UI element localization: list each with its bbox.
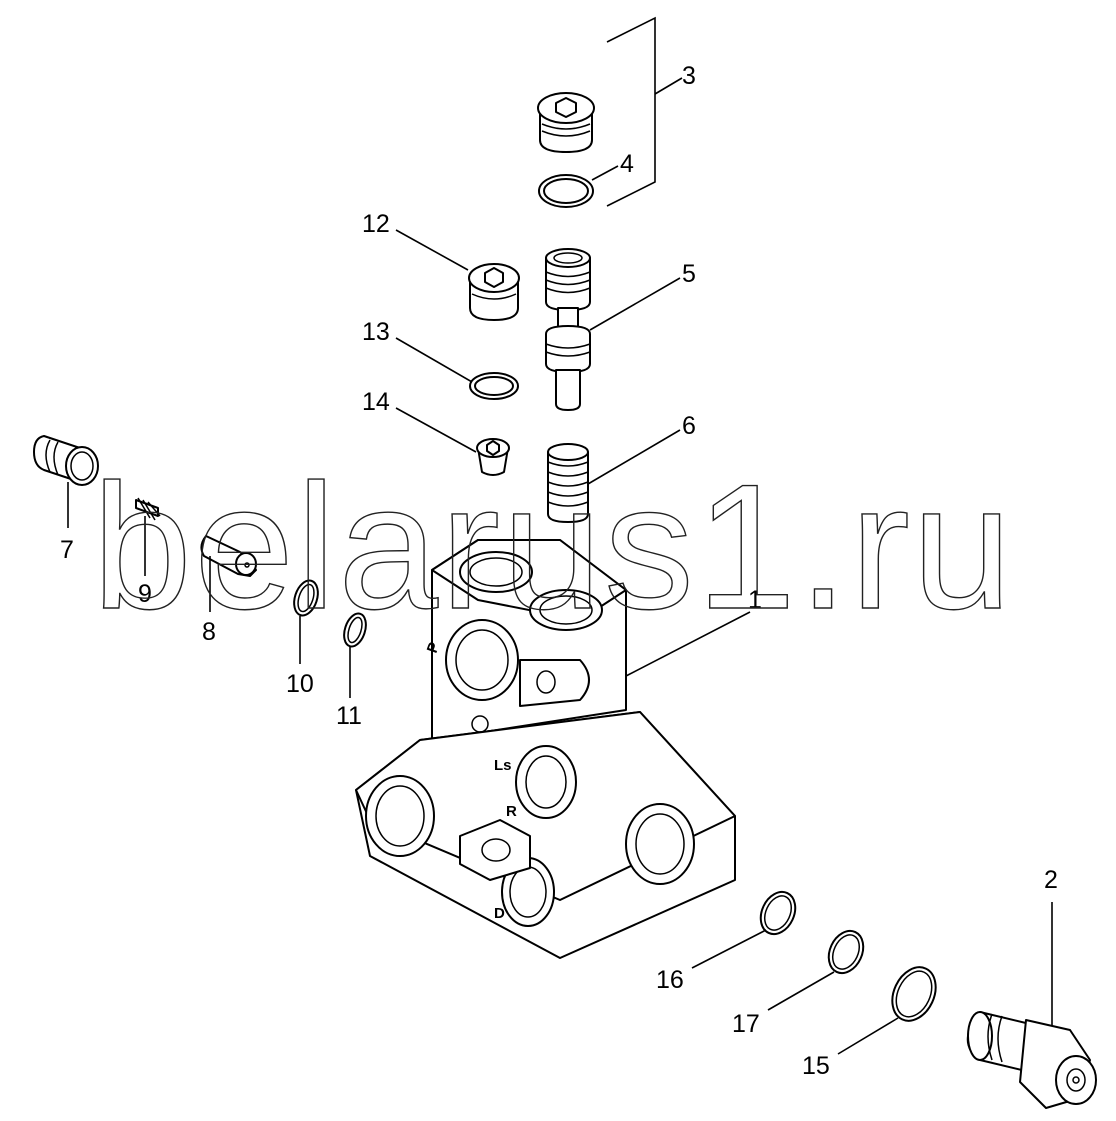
leader-1 [625, 611, 751, 677]
callout-9: 9 [138, 580, 152, 608]
leader-3 [654, 77, 683, 95]
callout-3: 3 [682, 62, 696, 90]
callout-4: 4 [620, 150, 634, 178]
part-10-o-ring [293, 579, 319, 617]
callout-7: 7 [60, 536, 74, 564]
part-9-spring [135, 497, 161, 521]
part-2-fitting [966, 1011, 1097, 1109]
port-mark-r: R [506, 803, 517, 820]
callout-2: 2 [1044, 866, 1058, 894]
watermark-text: belarus1.ru [92, 447, 1014, 646]
callout-15: 15 [802, 1052, 830, 1080]
callout-12: 12 [362, 210, 390, 238]
part-16-o-ring [759, 890, 797, 936]
part-8-poppet [200, 535, 257, 577]
callout-17: 17 [732, 1010, 760, 1038]
leader-4 [591, 165, 619, 181]
part-7-plug [33, 435, 99, 486]
part-4-o-ring [538, 174, 594, 208]
leader-13 [395, 337, 473, 383]
part-13-o-ring [469, 372, 519, 400]
callout-5: 5 [682, 260, 696, 288]
callout-1: 1 [748, 586, 762, 614]
port-mark-d: D [494, 905, 505, 922]
leader-16 [691, 929, 767, 969]
callout-14: 14 [362, 388, 390, 416]
callout-10: 10 [286, 670, 314, 698]
leader-17 [767, 971, 835, 1011]
callout-13: 13 [362, 318, 390, 346]
leader-6 [587, 429, 681, 485]
leader-5 [589, 277, 681, 331]
part-6-spring [547, 443, 589, 523]
part-12-plug [468, 263, 520, 321]
callout-6: 6 [682, 412, 696, 440]
part-15-o-ring [891, 966, 937, 1022]
leader-14 [395, 407, 477, 453]
leader-15 [837, 1017, 899, 1055]
callout-11: 11 [336, 702, 362, 730]
part-1-valve-housing: P Ls R D [355, 539, 736, 959]
part-3-plug [537, 92, 595, 153]
leader-12 [395, 229, 469, 271]
part-5-spool [545, 248, 591, 411]
group-bracket-3-4 [606, 16, 656, 207]
port-mark-ls: Ls [494, 757, 512, 774]
part-14-insert [476, 438, 510, 476]
part-17-o-ring [827, 929, 865, 975]
callout-8: 8 [202, 618, 216, 646]
callout-16: 16 [656, 966, 684, 994]
